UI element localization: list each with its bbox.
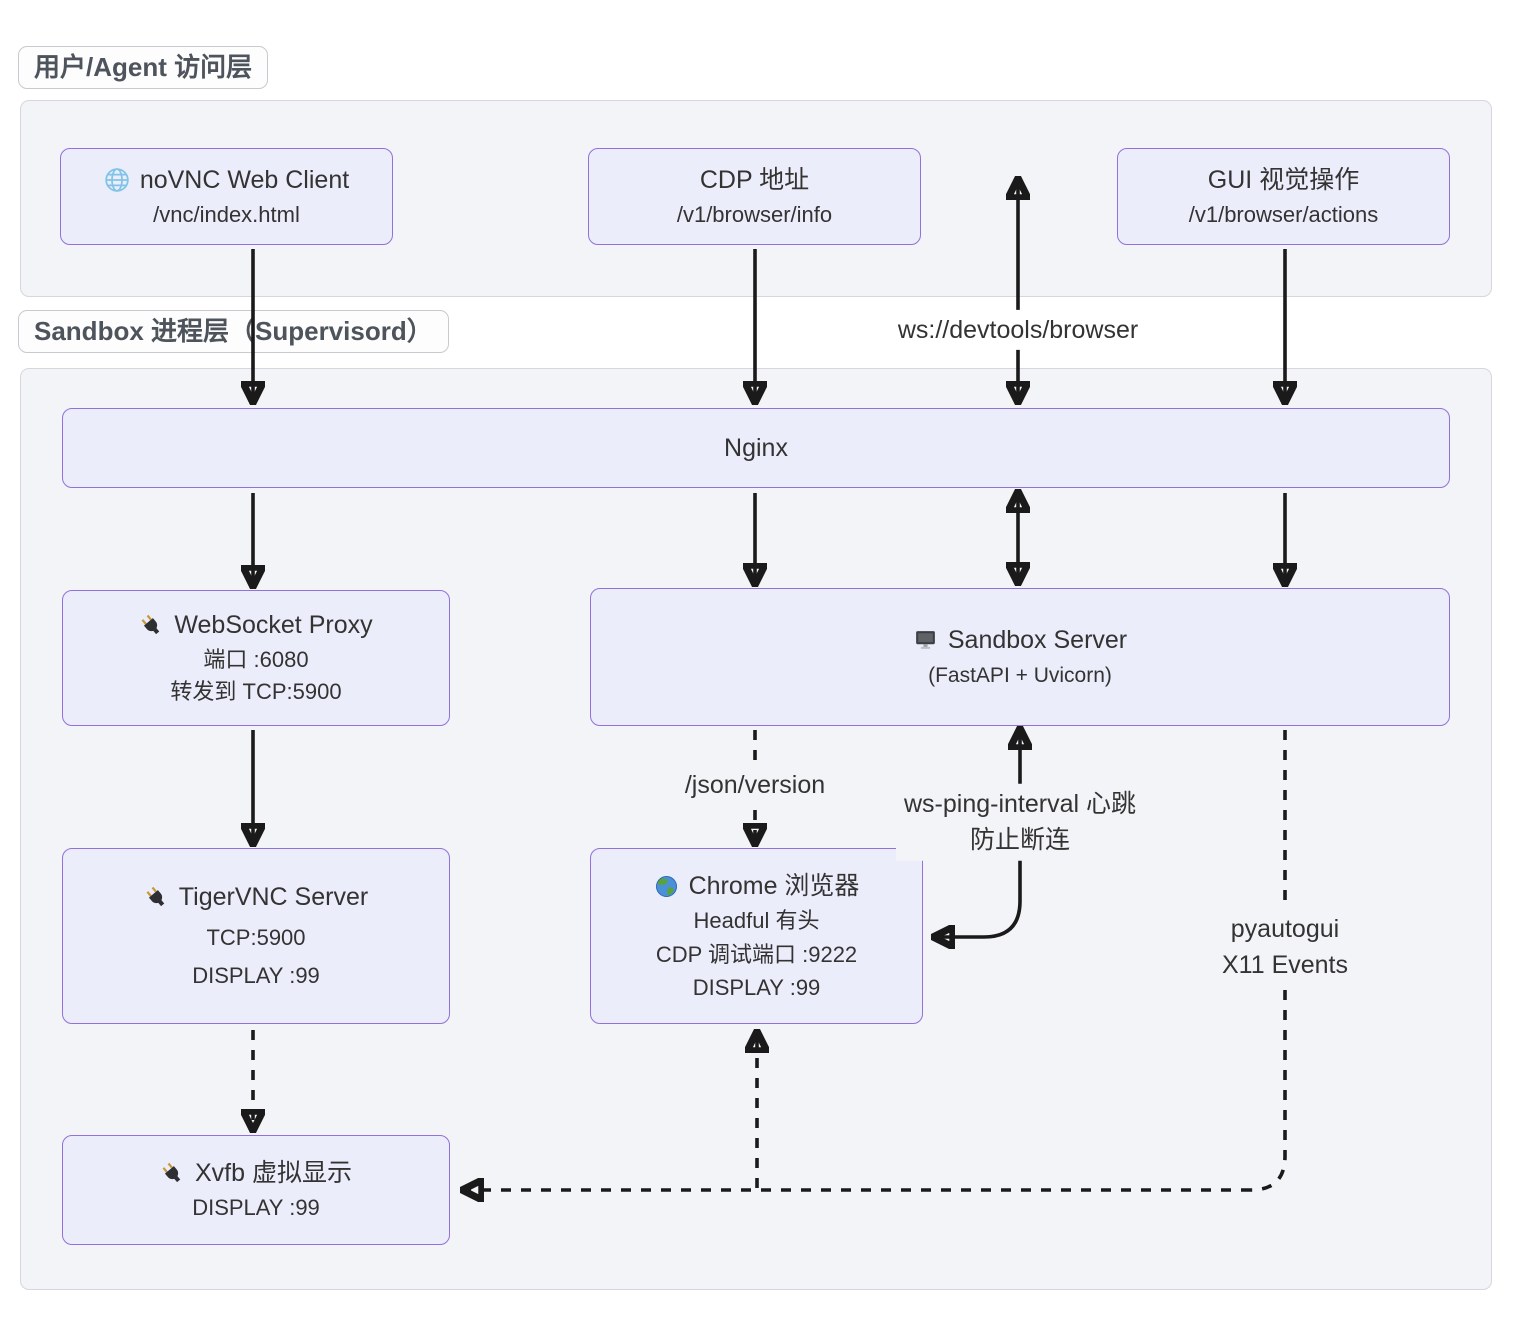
edge-label-line: ws-ping-interval 心跳 bbox=[903, 789, 1137, 818]
earth-globe-icon bbox=[654, 874, 679, 899]
node-line: Headful 有头 bbox=[693, 908, 820, 934]
node-title: GUI 视觉操作 bbox=[1207, 165, 1360, 194]
node-title-row: Nginx bbox=[724, 434, 788, 463]
node-title: Sandbox Server bbox=[947, 625, 1128, 654]
node-title-row: Chrome 浏览器 bbox=[654, 871, 860, 901]
edge-label-ws-devtools: ws://devtools/browser bbox=[889, 309, 1147, 351]
node-line: DISPLAY :99 bbox=[192, 1195, 320, 1221]
node-novnc-web-client: noVNC Web Client /vnc/index.html bbox=[60, 148, 393, 245]
section-label-sandbox-layer: Sandbox 进程层（Supervisord） bbox=[18, 310, 449, 354]
plug-icon bbox=[139, 613, 164, 638]
desktop-computer-icon bbox=[913, 627, 938, 652]
node-line: TCP:5900 bbox=[206, 925, 306, 951]
node-title-row: noVNC Web Client bbox=[104, 166, 349, 195]
node-title-row: GUI 视觉操作 bbox=[1208, 166, 1359, 195]
edge-label-line: pyautogui bbox=[1230, 914, 1340, 943]
node-line: DISPLAY :99 bbox=[192, 963, 320, 989]
node-title-row: Sandbox Server bbox=[913, 626, 1127, 655]
node-line: 端口 :6080 bbox=[203, 647, 309, 673]
node-line: 转发到 TCP:5900 bbox=[170, 679, 342, 705]
node-tigervnc-server: TigerVNC Server TCP:5900 DISPLAY :99 bbox=[62, 848, 450, 1024]
node-line: (FastAPI + Uvicorn) bbox=[928, 664, 1112, 688]
edge-label-json-version: /json/version bbox=[676, 764, 834, 806]
node-line: /vnc/index.html bbox=[153, 201, 300, 227]
edge-label-pyautogui: pyautogui X11 Events bbox=[1213, 908, 1357, 986]
node-title: WebSocket Proxy bbox=[174, 611, 373, 640]
node-title-row: WebSocket Proxy bbox=[139, 611, 373, 640]
node-websocket-proxy: WebSocket Proxy 端口 :6080 转发到 TCP:5900 bbox=[62, 590, 450, 726]
section-label-access-layer: 用户/Agent 访问层 bbox=[18, 46, 269, 90]
node-title: Nginx bbox=[724, 433, 788, 462]
node-line: DISPLAY :99 bbox=[692, 975, 821, 1001]
node-xvfb-display: Xvfb 虚拟显示 DISPLAY :99 bbox=[62, 1135, 450, 1245]
plug-icon bbox=[144, 885, 169, 910]
node-line: /v1/browser/actions bbox=[1188, 201, 1379, 227]
node-line: CDP 调试端口 :9222 bbox=[655, 941, 858, 967]
node-nginx: Nginx bbox=[62, 408, 1450, 488]
node-gui-actions: GUI 视觉操作 /v1/browser/actions bbox=[1117, 148, 1450, 245]
edge-label-ws-ping: ws-ping-interval 心跳 防止断连 bbox=[895, 783, 1145, 861]
node-title-row: TigerVNC Server bbox=[144, 883, 368, 912]
edge-label-line: X11 Events bbox=[1221, 951, 1349, 979]
plug-icon bbox=[160, 1161, 185, 1186]
node-title: Xvfb 虚拟显示 bbox=[195, 1159, 352, 1188]
node-chrome-browser: Chrome 浏览器 Headful 有头 CDP 调试端口 :9222 DIS… bbox=[590, 848, 923, 1024]
node-title: Chrome 浏览器 bbox=[688, 871, 860, 900]
node-line: /v1/browser/info bbox=[676, 201, 833, 227]
node-title-row: CDP 地址 bbox=[700, 166, 809, 195]
node-title-row: Xvfb 虚拟显示 bbox=[160, 1159, 352, 1188]
node-title: noVNC Web Client bbox=[139, 165, 350, 194]
node-title: TigerVNC Server bbox=[178, 883, 369, 912]
node-title: CDP 地址 bbox=[699, 165, 810, 194]
node-sandbox-server: Sandbox Server (FastAPI + Uvicorn) bbox=[590, 588, 1450, 726]
edge-label-line: 防止断连 bbox=[969, 826, 1071, 854]
node-cdp-address: CDP 地址 /v1/browser/info bbox=[588, 148, 921, 245]
globe-wireframe-icon bbox=[104, 167, 130, 193]
